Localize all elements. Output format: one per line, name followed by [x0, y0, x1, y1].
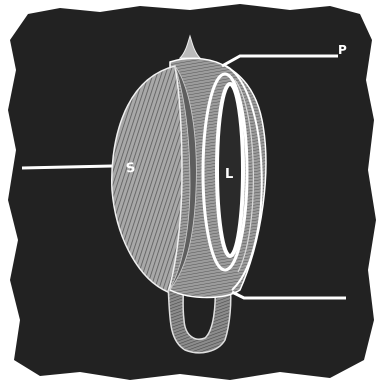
label-p: P — [338, 43, 347, 57]
label-l: L — [225, 167, 233, 182]
pointer-line-left — [22, 166, 112, 168]
